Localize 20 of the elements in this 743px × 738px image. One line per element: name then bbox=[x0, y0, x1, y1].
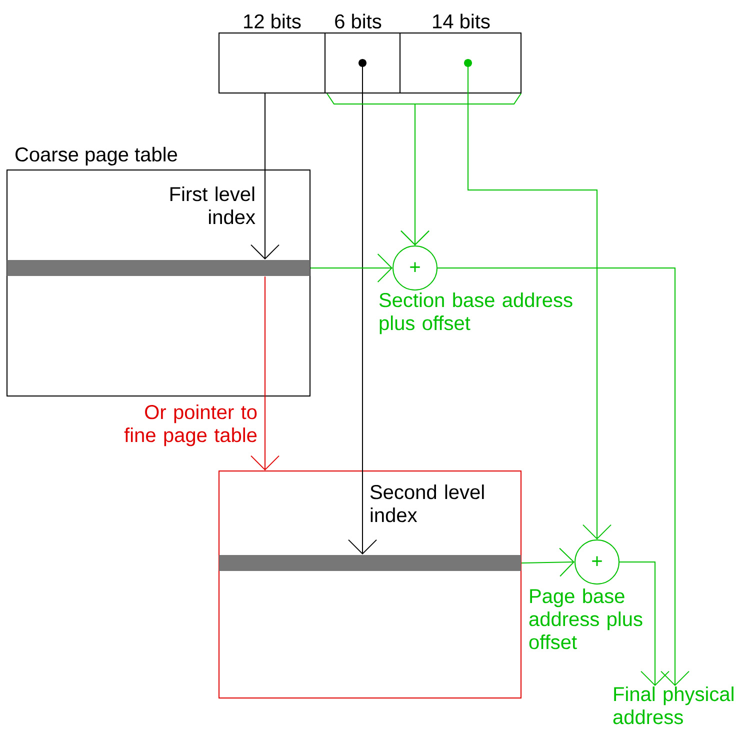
table-entry-bar bbox=[7, 260, 310, 276]
adder-caption: Page base address plus offset bbox=[529, 588, 642, 650]
bit-width-label: 6 bits bbox=[335, 14, 382, 28]
index-label: First level index bbox=[170, 186, 256, 224]
bit-width-label: 12 bits bbox=[244, 14, 301, 28]
index-label: Second level index bbox=[370, 484, 484, 522]
arrow bbox=[250, 276, 280, 470]
adder-caption: Section base address plus offset bbox=[379, 292, 572, 334]
table-title: Coarse page table bbox=[16, 146, 177, 166]
arrow bbox=[400, 93, 522, 246]
arrow bbox=[250, 93, 280, 260]
result-label: Final physical address bbox=[613, 686, 734, 724]
arrow bbox=[464, 59, 612, 540]
edge-label: Or pointer to fine page table bbox=[124, 404, 257, 446]
arrow bbox=[437, 268, 690, 686]
table-entry-bar bbox=[219, 555, 521, 571]
arrow bbox=[619, 562, 670, 686]
arrow bbox=[310, 254, 392, 282]
arrow bbox=[348, 59, 377, 554]
bit-width-label: 14 bits bbox=[433, 14, 490, 28]
